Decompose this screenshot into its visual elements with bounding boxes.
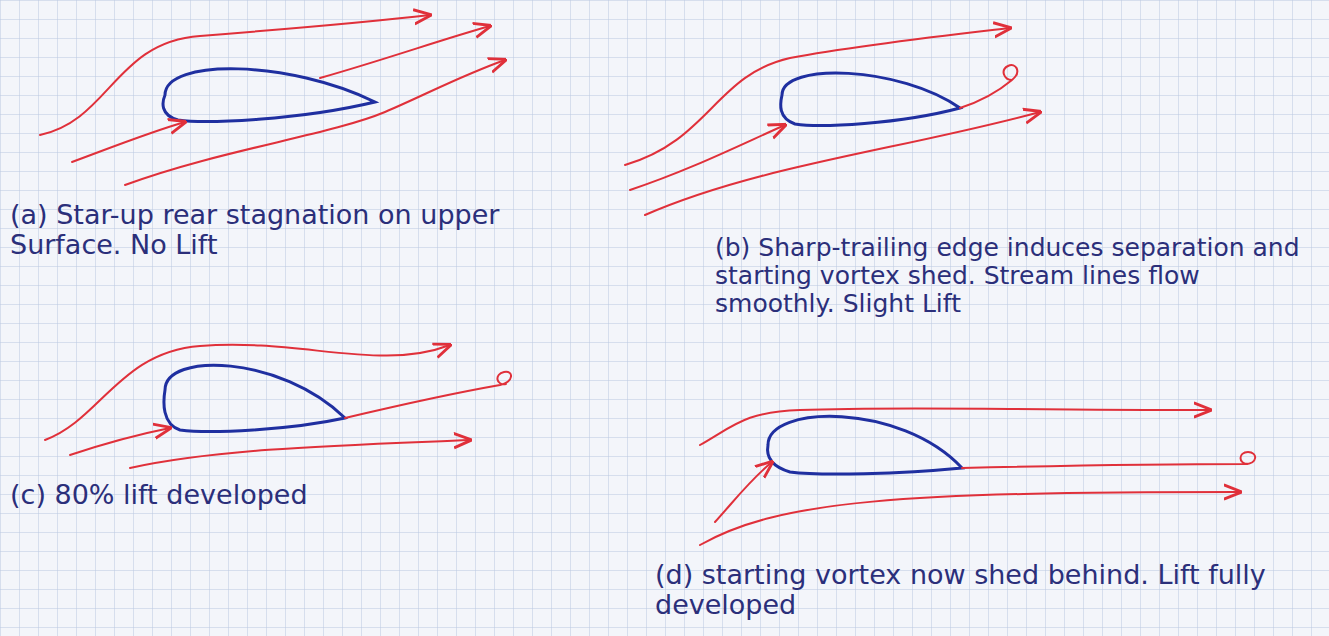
streamline (645, 112, 1040, 215)
streamline (70, 428, 170, 455)
streamline (700, 408, 1210, 445)
airfoil (163, 69, 375, 122)
caption-note: (a) Star-up rear stagnation on upper Sur… (10, 200, 610, 260)
airfoil (164, 365, 345, 431)
caption-note: (b) Sharp-trailing edge induces separati… (715, 234, 1315, 318)
caption-note: (c) 80% lift developed (10, 480, 610, 510)
streamline (45, 345, 450, 440)
airfoil (768, 416, 962, 474)
streamline (130, 440, 470, 468)
streamline (700, 492, 1240, 545)
airfoil (781, 73, 960, 125)
starting-vortex (345, 372, 511, 418)
sketch-b (625, 28, 1040, 215)
caption-note: (d) starting vortex now shed behind. Lif… (655, 560, 1315, 620)
streamline (125, 60, 505, 185)
streamline (715, 462, 772, 522)
starting-vortex (962, 452, 1255, 468)
streamline (630, 125, 785, 190)
sketch-c (45, 345, 511, 468)
streamline (72, 122, 185, 162)
streamline (625, 28, 1010, 165)
streamline (320, 26, 490, 78)
sketch-a (40, 15, 505, 185)
sketch-d (700, 408, 1255, 545)
starting-vortex (960, 65, 1017, 108)
